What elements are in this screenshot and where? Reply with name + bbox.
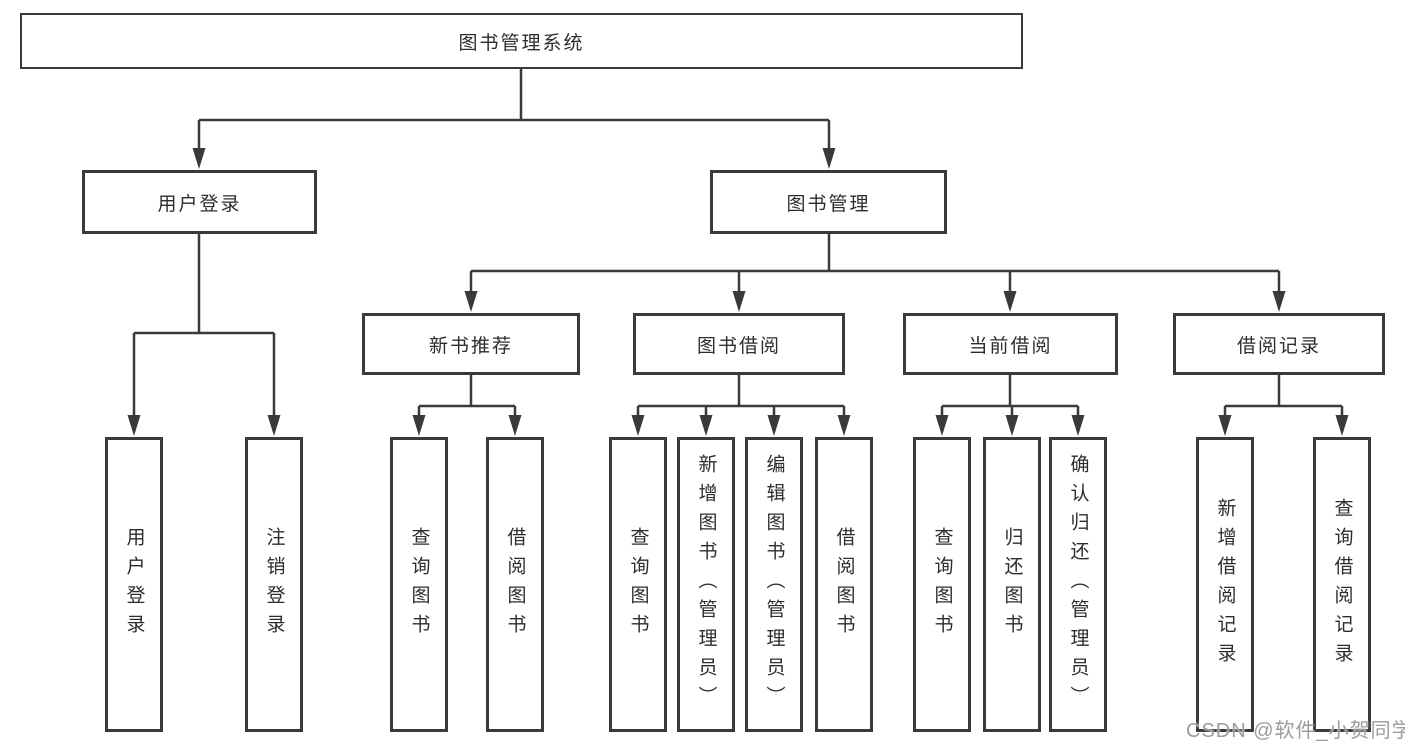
leaf-search-book-current: 查询图书 [913, 437, 971, 732]
node-root: 图书管理系统 [20, 13, 1023, 69]
node-book-borrow: 图书借阅 [633, 313, 845, 375]
leaf-logout: 注销登录 [245, 437, 303, 732]
arrowhead-icon [412, 415, 426, 436]
arrowhead-icon [767, 415, 781, 436]
leaf-label: 查询图书 [931, 526, 953, 643]
node-new-book-recommend: 新书推荐 [362, 313, 580, 375]
leaf-label: 新增图书（管理员） [695, 454, 717, 715]
leaf-user-login: 用户登录 [105, 437, 163, 732]
arrowhead-icon [1003, 291, 1017, 312]
leaf-search-book-recommend: 查询图书 [390, 437, 448, 732]
leaf-add-book-admin: 新增图书（管理员） [677, 437, 735, 732]
arrowhead-icon [1071, 415, 1085, 436]
arrowhead-icon [464, 291, 478, 312]
watermark: CSDN @软件_小贺同学 [1186, 720, 1405, 742]
node-borrow-records: 借阅记录 [1173, 313, 1385, 375]
arrowhead-icon [1335, 415, 1349, 436]
leaf-label: 编辑图书（管理员） [763, 454, 785, 715]
arrowhead-icon [631, 415, 645, 436]
leaf-search-book-borrow: 查询图书 [609, 437, 667, 732]
arrowhead-icon [508, 415, 522, 436]
arrowhead-icon [1005, 415, 1019, 436]
leaf-label: 新增借阅记录 [1214, 497, 1236, 672]
node-book-management: 图书管理 [710, 170, 947, 234]
leaf-return-book: 归还图书 [983, 437, 1041, 732]
leaf-confirm-return-admin: 确认归还（管理员） [1049, 437, 1107, 732]
leaf-add-borrow-record: 新增借阅记录 [1196, 437, 1254, 732]
arrowhead-icon [1218, 415, 1232, 436]
arrowheads [127, 148, 1349, 436]
leaf-label: 查询借阅记录 [1331, 497, 1353, 672]
leaf-label: 查询图书 [627, 526, 649, 643]
leaf-label: 用户登录 [123, 526, 145, 643]
arrowhead-icon [127, 415, 141, 436]
leaf-label: 借阅图书 [833, 526, 855, 643]
node-current-borrow: 当前借阅 [903, 313, 1118, 375]
arrowhead-icon [732, 291, 746, 312]
arrowhead-icon [192, 148, 206, 169]
leaf-search-borrow-record: 查询借阅记录 [1313, 437, 1371, 732]
leaf-label: 借阅图书 [504, 526, 526, 643]
leaf-label: 查询图书 [408, 526, 430, 643]
leaf-borrow-book: 借阅图书 [815, 437, 873, 732]
connector-path [132, 69, 1344, 418]
arrowhead-icon [699, 415, 713, 436]
arrowhead-icon [267, 415, 281, 436]
leaf-label: 注销登录 [263, 526, 285, 643]
arrowhead-icon [1272, 291, 1286, 312]
arrowhead-icon [822, 148, 836, 169]
leaf-label: 归还图书 [1001, 526, 1023, 643]
arrowhead-icon [837, 415, 851, 436]
leaf-label: 确认归还（管理员） [1067, 454, 1089, 715]
arrowhead-icon [935, 415, 949, 436]
leaf-borrow-book-recommend: 借阅图书 [486, 437, 544, 732]
leaf-edit-book-admin: 编辑图书（管理员） [745, 437, 803, 732]
node-user-login: 用户登录 [82, 170, 317, 234]
